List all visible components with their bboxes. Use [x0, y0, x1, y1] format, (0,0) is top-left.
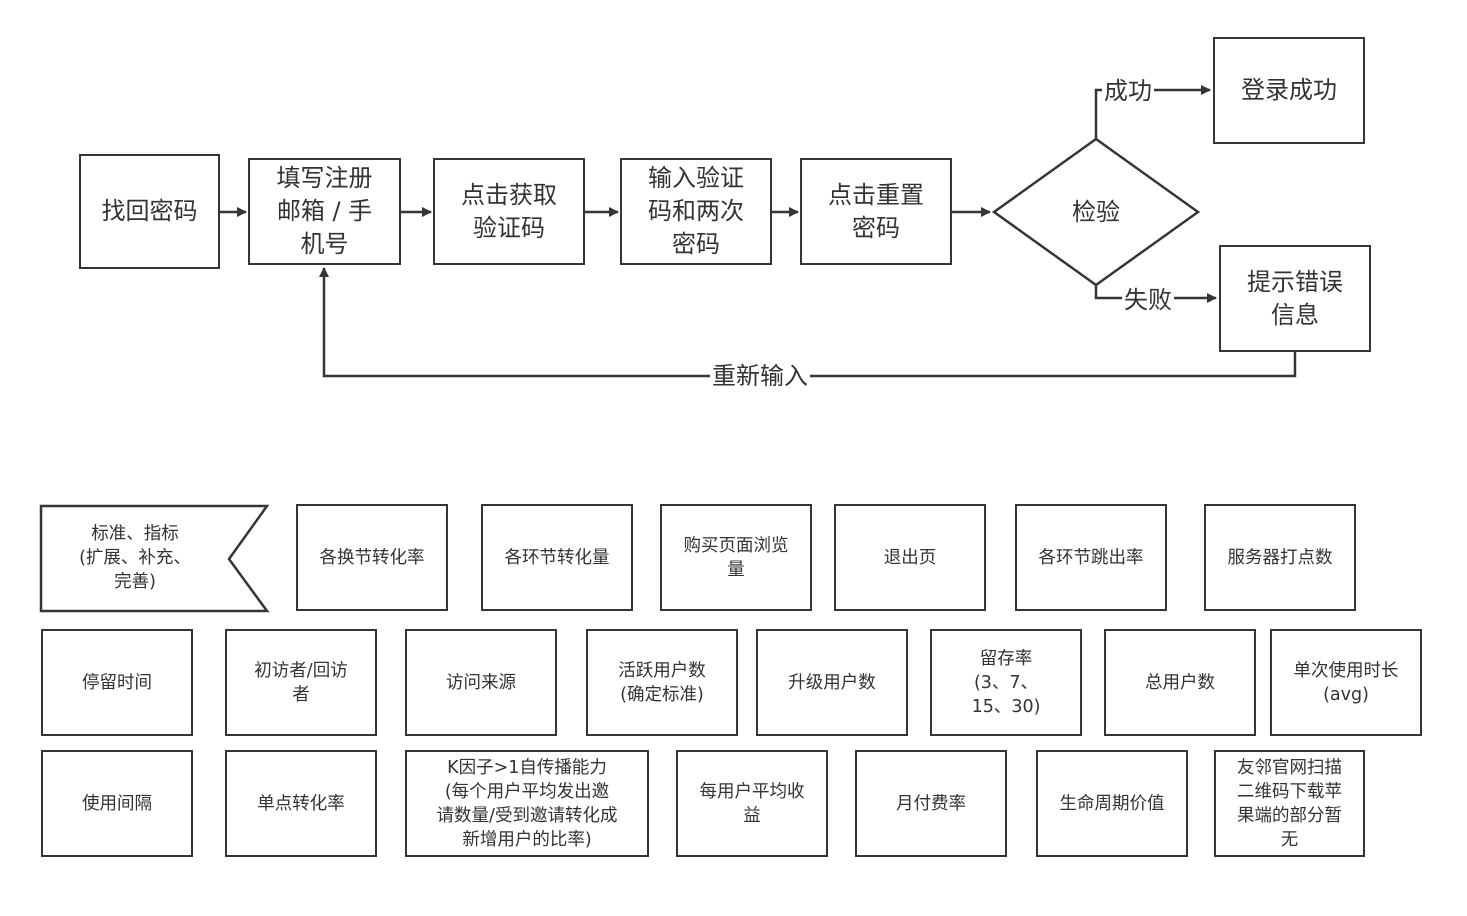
edge-label-success: 成功	[1102, 76, 1154, 106]
metric-label: 访问来源	[446, 672, 516, 693]
metric-label: 留存率 (3、7、 15、30)	[971, 648, 1041, 717]
metric-label: 总用户数	[1145, 672, 1215, 693]
step-reset-password: 点击重置 密码	[800, 158, 952, 265]
metric-card: 留存率 (3、7、 15、30)	[930, 629, 1082, 736]
step-label: 点击重置 密码	[828, 180, 924, 242]
metric-card: 升级用户数	[756, 629, 908, 736]
metric-card: 初访者/回访 者	[225, 629, 377, 736]
metrics-header-flag	[39, 504, 270, 613]
metric-label: 月付费率	[896, 793, 966, 814]
edge-label-failure: 失败	[1122, 285, 1174, 315]
step-enter-code: 输入验证 码和两次 密码	[620, 158, 772, 265]
metric-label: 初访者/回访 者	[254, 660, 348, 705]
step-label: 找回密码	[101, 197, 198, 225]
metrics-header-label: 标准、指标 (扩展、补充、 完善)	[79, 524, 191, 592]
metric-label: 单次使用时长 (avg)	[1293, 660, 1399, 705]
metric-card: 单次使用时长 (avg)	[1270, 629, 1422, 736]
metric-card: 月付费率	[855, 750, 1007, 857]
metric-label: 活跃用户数 (确定标准)	[618, 660, 706, 705]
step-retrieve-password: 找回密码	[79, 154, 220, 269]
metric-label: 各环节跳出率	[1038, 547, 1144, 568]
result-login-success: 登录成功	[1213, 37, 1365, 144]
metric-card: 停留时间	[41, 629, 193, 736]
metric-label: 每用户平均收 益	[699, 781, 805, 826]
step-label: 填写注册 邮箱 / 手 机号	[276, 164, 373, 258]
metric-label: 各换节转化率	[319, 547, 425, 568]
metric-card: 购买页面浏览 量	[660, 504, 812, 611]
metric-card: 各环节转化量	[481, 504, 633, 611]
edge-label-retry: 重新输入	[710, 361, 810, 391]
metric-label: 各环节转化量	[504, 547, 610, 568]
metric-label: 购买页面浏览 量	[683, 535, 789, 580]
metric-card: 退出页	[834, 504, 986, 611]
arrow-failure	[1094, 285, 1217, 303]
metric-label: 生命周期价值	[1059, 793, 1165, 814]
metric-card: 总用户数	[1104, 629, 1256, 736]
metric-label: 单点转化率	[257, 793, 345, 814]
result-label: 登录成功	[1241, 76, 1337, 104]
metric-label: 退出页	[883, 547, 937, 568]
result-label: 提示错误 信息	[1247, 267, 1343, 329]
metric-label: 友邻官网扫描 二维码下载苹 果端的部分暂 无	[1237, 757, 1342, 850]
metric-card: 活跃用户数 (确定标准)	[586, 629, 738, 736]
result-show-error: 提示错误 信息	[1219, 245, 1371, 352]
metric-card: 友邻官网扫描 二维码下载苹 果端的部分暂 无	[1214, 750, 1365, 857]
metric-label: 停留时间	[82, 672, 152, 693]
metric-label: 使用间隔	[82, 793, 152, 814]
metric-card: 单点转化率	[225, 750, 377, 857]
decision-label: 检验	[1072, 198, 1120, 226]
metric-label: 服务器打点数	[1227, 547, 1333, 568]
step-label: 点击获取 验证码	[461, 180, 557, 242]
metric-card: 各换节转化率	[296, 504, 448, 611]
metric-card: K因子>1自传播能力 (每个用户平均发出邀 请数量/受到邀请转化成 新增用户的比…	[405, 750, 649, 857]
metric-card: 使用间隔	[41, 750, 193, 857]
metric-card: 各环节跳出率	[1015, 504, 1167, 611]
metric-card: 每用户平均收 益	[676, 750, 828, 857]
metric-card: 生命周期价值	[1036, 750, 1188, 857]
metric-label: 升级用户数	[788, 672, 876, 693]
arrow-success	[1094, 85, 1211, 139]
metric-card: 访问来源	[405, 629, 557, 736]
step-get-code: 点击获取 验证码	[433, 158, 585, 265]
step-fill-email-phone: 填写注册 邮箱 / 手 机号	[248, 158, 401, 265]
metric-label: K因子>1自传播能力 (每个用户平均发出邀 请数量/受到邀请转化成 新增用户的比…	[436, 757, 618, 850]
step-label: 输入验证 码和两次 密码	[648, 164, 744, 258]
metric-card: 服务器打点数	[1204, 504, 1356, 611]
